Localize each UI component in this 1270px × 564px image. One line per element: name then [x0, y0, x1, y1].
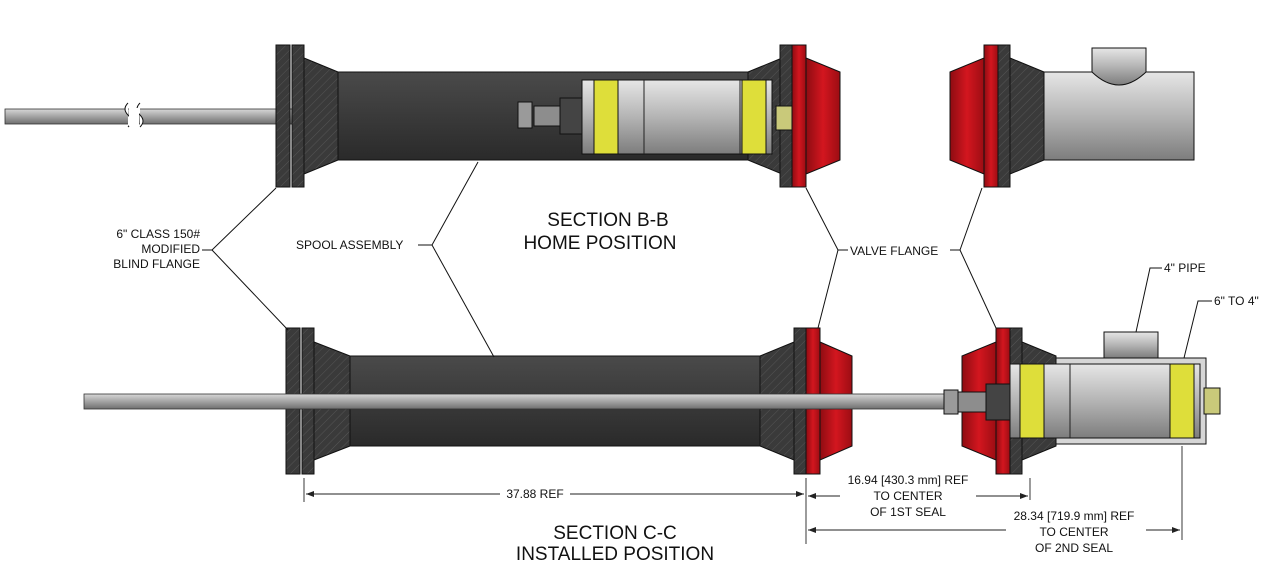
- seal-2-top: [741, 79, 767, 155]
- pipe-4in-label: 4" PIPE: [1164, 261, 1206, 275]
- first-seal-line1: 16.94 [430.3 mm] REF: [848, 473, 969, 487]
- first-seal-line2: TO CENTER: [873, 489, 942, 503]
- blind-flange-label-2: MODIFIED: [141, 242, 200, 256]
- second-seal-line2: TO CENTER: [1039, 525, 1108, 539]
- blind-flange-label-3: BLIND FLANGE: [113, 257, 200, 271]
- first-seal-dimension: 16.94 [430.3 mm] REF TO CENTER OF 1ST SE…: [848, 473, 969, 519]
- valve-assembly-top: [949, 44, 1195, 188]
- section-bb-line1: SECTION B-B: [547, 210, 668, 231]
- valve-flange-top-left: [791, 44, 807, 188]
- leader-lines: [202, 161, 1212, 359]
- valve-flange-top-right: [983, 44, 999, 188]
- first-seal-line3: OF 1ST SEAL: [870, 505, 946, 519]
- blind-flange-callout: 6" CLASS 150# MODIFIED BLIND FLANGE: [113, 227, 200, 271]
- valve-assembly-bottom: [961, 327, 1221, 475]
- actuator-rod-bottom: [83, 393, 961, 410]
- pipe-tee-top: [1043, 71, 1195, 161]
- blind-flange-top: [275, 44, 291, 188]
- reducer-label: 6" TO 4": [1214, 294, 1259, 308]
- spool-assembly-label: SPOOL ASSEMBLY: [296, 238, 403, 252]
- second-seal-dimension: 28.34 [719.9 mm] REF TO CENTER OF 2ND SE…: [1014, 509, 1135, 555]
- branch-pipe-top: [1091, 47, 1147, 86]
- section-cc-line1: SECTION C-C: [553, 523, 677, 544]
- overall-dimension-label: 37.88 REF: [506, 487, 563, 501]
- valve-flange-label: VALVE FLANGE: [850, 244, 938, 258]
- seal-2-bottom: [1169, 363, 1195, 439]
- section-title-bb: SECTION B-B HOME POSITION: [523, 210, 676, 254]
- nut-top: [517, 101, 533, 129]
- second-seal-line3: OF 2ND SEAL: [1035, 541, 1113, 555]
- section-bb-line2: HOME POSITION: [523, 233, 676, 254]
- section-cc-line2: INSTALLED POSITION: [516, 544, 714, 564]
- second-seal-line1: 28.34 [719.9 mm] REF: [1014, 509, 1135, 523]
- seal-1-top: [593, 79, 619, 155]
- dimension-lines: [303, 446, 1183, 544]
- section-bb-assembly: [4, 44, 841, 188]
- branch-pipe-bottom: [1103, 331, 1159, 359]
- section-title-cc: SECTION C-C INSTALLED POSITION: [516, 523, 714, 564]
- seal-1-bottom: [1019, 363, 1045, 439]
- blind-flange-label-1: 6" CLASS 150#: [116, 227, 200, 241]
